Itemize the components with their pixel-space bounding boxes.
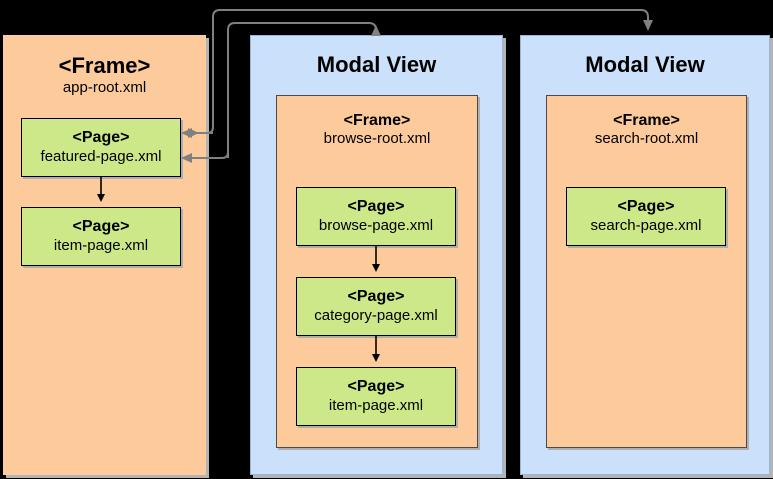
category-page-file: category-page.xml [314,307,438,325]
browse-page-tag: <Page> [347,198,405,216]
app-root-frame-tag: <Frame> [58,53,151,78]
app-root-frame-label: <Frame> app-root.xml [3,53,206,97]
category-page-tag: <Page> [347,288,405,306]
box-browse-page[interactable]: <Page> browse-page.xml [296,187,456,246]
search-modal-title-wrap: Modal View [521,52,769,78]
search-modal-title: Modal View [585,52,705,77]
item-page-browse-tag: <Page> [347,378,405,396]
item-page-left-tag: <Page> [72,218,130,236]
box-item-page-left[interactable]: <Page> item-page.xml [21,207,181,266]
box-item-page-browse[interactable]: <Page> item-page.xml [296,367,456,426]
app-root-frame-file: app-root.xml [62,79,147,97]
featured-page-file: featured-page.xml [40,148,162,166]
search-page-file: search-page.xml [590,217,702,235]
box-category-page[interactable]: <Page> category-page.xml [296,277,456,336]
search-page-tag: <Page> [617,198,675,216]
browse-page-file: browse-page.xml [318,217,434,235]
browse-root-frame-file: browse-root.xml [323,130,431,148]
browse-modal-title: Modal View [316,52,437,77]
search-root-frame-file: search-root.xml [594,130,699,148]
browse-root-frame-tag: <Frame> [343,112,411,129]
browse-modal-title-wrap: Modal View [251,52,502,78]
featured-page-tag: <Page> [72,129,130,147]
box-search-page[interactable]: <Page> search-page.xml [566,187,726,246]
box-featured-page[interactable]: <Page> featured-page.xml [21,118,181,177]
panel-search-root-frame[interactable]: <Frame> search-root.xml [546,95,747,448]
search-root-frame-tag: <Frame> [613,112,680,129]
search-root-frame-label: <Frame> search-root.xml [547,111,746,148]
item-page-browse-file: item-page.xml [328,397,424,415]
browse-root-frame-label: <Frame> browse-root.xml [277,111,477,148]
item-page-left-file: item-page.xml [53,237,149,255]
